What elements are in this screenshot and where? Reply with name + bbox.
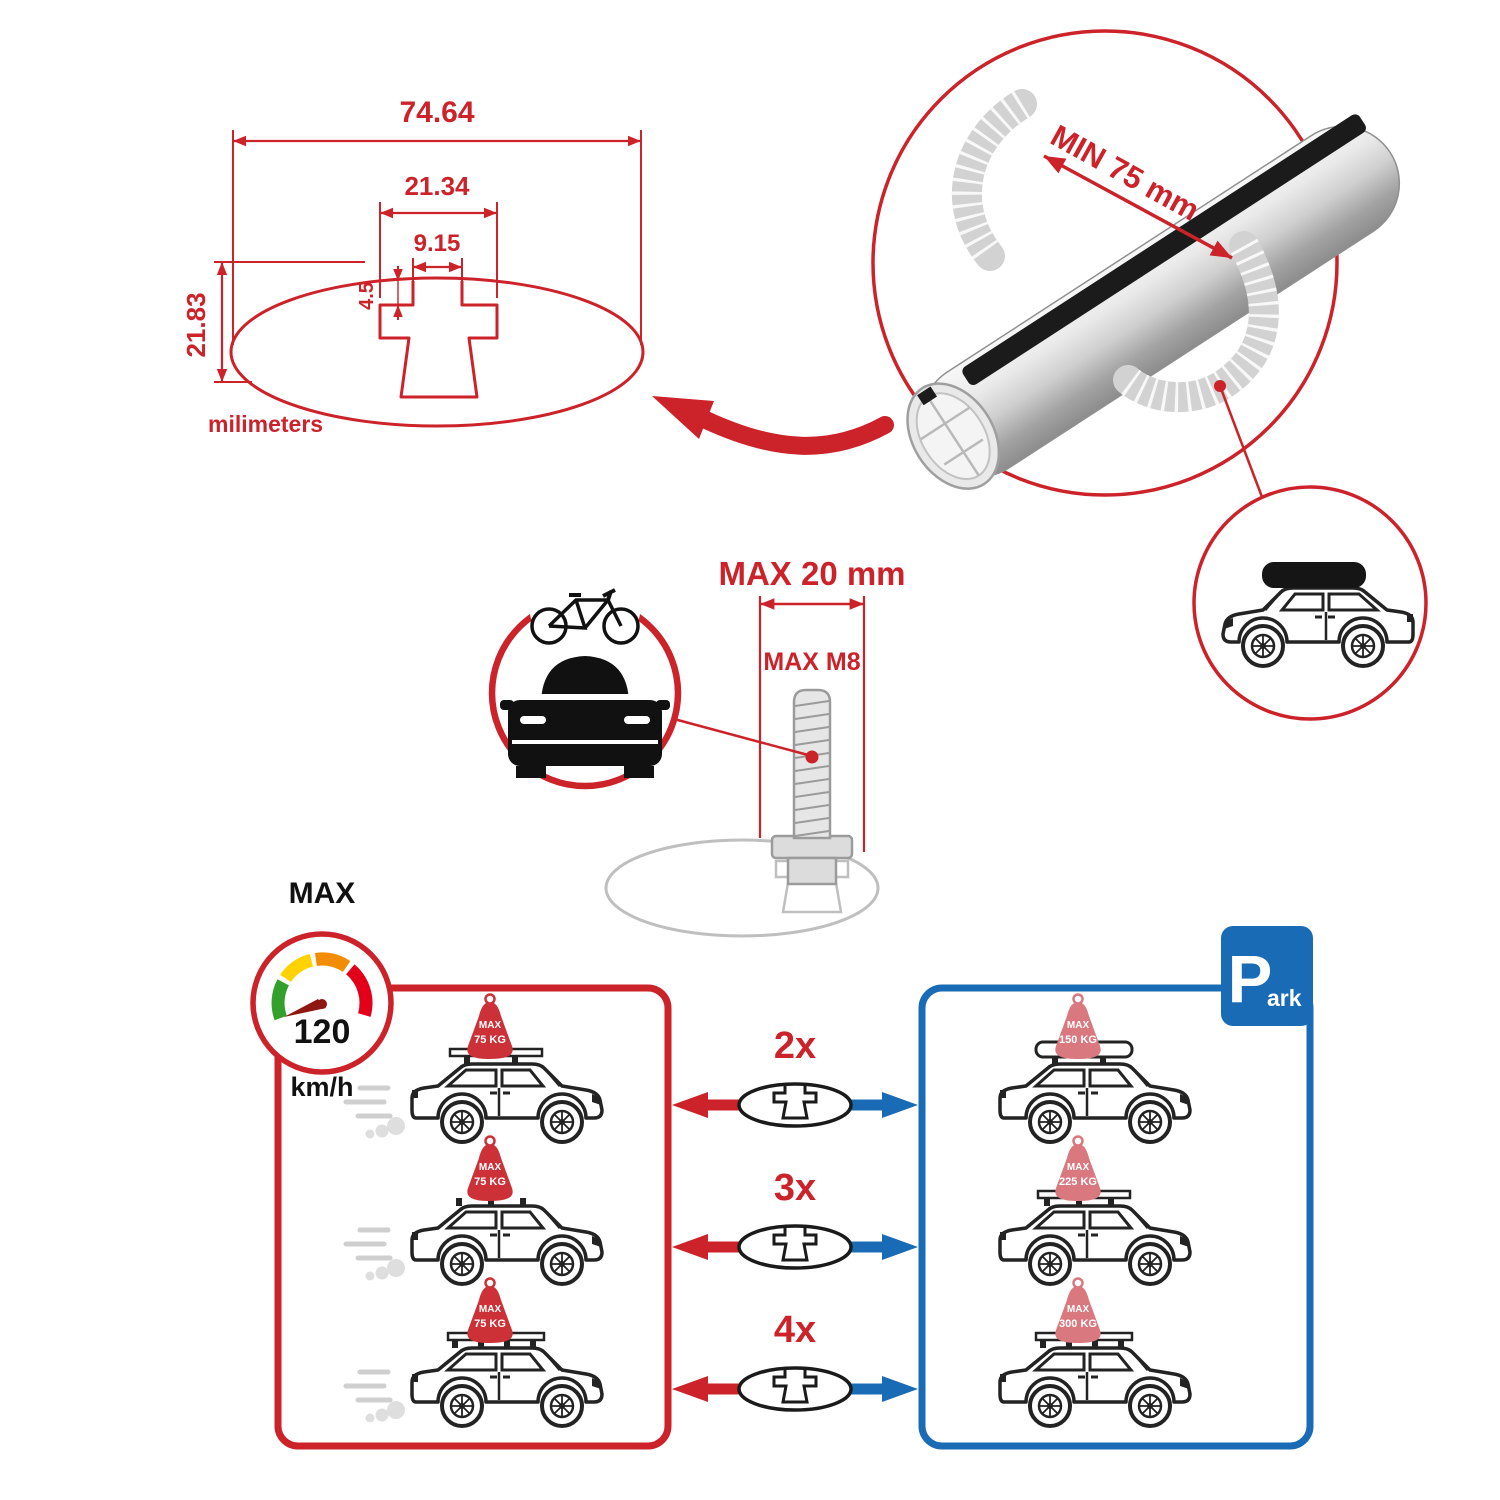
- sign-hook-icon: [484, 993, 496, 1005]
- bar-profile-icon: [737, 1366, 853, 1412]
- load-sign: MAX 75 KG: [467, 1135, 513, 1201]
- t-nut-stem: [786, 856, 838, 886]
- car-front-icon: [500, 656, 670, 778]
- crossbar-profile-drawing: 74.64 21.34 9.15 4.5 21.83 milimeters: [181, 96, 645, 437]
- bolt-spec: MAX 20 mm MAX M8: [604, 555, 906, 938]
- dim-slot-outer: 21.34: [404, 171, 470, 201]
- suv-roofbox-lens: [1192, 485, 1428, 721]
- roof-box-icon: [1262, 562, 1366, 588]
- sign-load: 75 KG: [474, 1034, 506, 1046]
- dim-height: 21.83: [181, 292, 211, 357]
- parked-car-row-1: MAX 150 KG: [998, 993, 1192, 1144]
- min-span-label: MIN 75 mm: [1045, 118, 1205, 228]
- motion-lines: [343, 1085, 393, 1119]
- sign-load: 300 KG: [1059, 1318, 1097, 1330]
- multiplier-label: 3x: [774, 1167, 816, 1209]
- sign-max: MAX: [479, 1162, 502, 1173]
- profile-ellipse: [229, 276, 645, 428]
- dim-step: 4.5: [356, 282, 378, 310]
- min-span-arrow: [1043, 154, 1233, 260]
- speedometer-icon: [271, 952, 373, 1021]
- callout-leader-line: [1218, 385, 1264, 498]
- sign-max: MAX: [479, 1020, 502, 1031]
- sign-load: 75 KG: [474, 1318, 506, 1330]
- multiplier-row-4x: 4x: [672, 1309, 918, 1412]
- blue-arrow-right-icon: [882, 1376, 918, 1402]
- sign-load: 150 KG: [1059, 1034, 1097, 1046]
- driving-car-row-3: MAX 75 KG: [343, 1277, 604, 1428]
- clamp-strap-rear: [951, 89, 1037, 271]
- load-sign: MAX 300 KG: [1055, 1277, 1101, 1343]
- speed-limit-gauge: MAX 120 km/h: [250, 877, 394, 1102]
- parking-sign: P ark: [1221, 926, 1313, 1026]
- multiplier-label: 2x: [774, 1025, 816, 1067]
- dim-slot-inner: 9.15: [414, 230, 461, 257]
- bar-profile-icon: [737, 1224, 853, 1270]
- blue-arrow-right-icon: [882, 1234, 918, 1260]
- load-sign: MAX 75 KG: [467, 1277, 513, 1343]
- gauge-hub: [317, 999, 327, 1009]
- parking-sign-p: P: [1228, 942, 1273, 1017]
- sign-max: MAX: [1067, 1304, 1090, 1315]
- parking-sign-ark: ark: [1267, 985, 1302, 1011]
- multiplier-row-2x: 2x: [672, 1025, 918, 1128]
- speed-unit: km/h: [290, 1072, 353, 1102]
- red-arrow-left-icon: [672, 1234, 708, 1260]
- profile-t-slot: [378, 281, 499, 399]
- threaded-bolt-icon: [792, 688, 832, 840]
- sign-hook-icon: [1072, 993, 1084, 1005]
- sign-hook-icon: [1072, 1277, 1084, 1289]
- blue-arrow-right-icon: [882, 1092, 918, 1118]
- clamp-strap-front: [1113, 231, 1279, 413]
- load-sign: MAX 150 KG: [1055, 993, 1101, 1059]
- load-sign: MAX 75 KG: [467, 993, 513, 1059]
- sign-hook-icon: [484, 1277, 496, 1289]
- bar-detail-lens: MIN 75 mm: [871, 29, 1401, 498]
- sign-max: MAX: [1067, 1162, 1090, 1173]
- gray-t-slot: [774, 849, 850, 914]
- load-sign: MAX 225 KG: [1055, 1135, 1101, 1201]
- motion-lines: [343, 1369, 393, 1403]
- bike-icon: [530, 588, 640, 645]
- t-nut-flange: [770, 834, 854, 860]
- sign-load: 75 KG: [474, 1176, 506, 1188]
- red-arrow-left-icon: [672, 1092, 708, 1118]
- parked-car-row-2: MAX 225 KG: [998, 1135, 1192, 1286]
- parking-sign-plate: [1221, 926, 1313, 1026]
- multiplier-row-3x: 3x: [672, 1167, 918, 1270]
- bar-profile-icon: [737, 1082, 853, 1128]
- sign-max: MAX: [1067, 1020, 1090, 1031]
- bolt-callout-dot: [805, 750, 819, 764]
- gauge-needle: [284, 999, 326, 1017]
- motion-lines: [343, 1227, 393, 1261]
- profile-ellipse-gray: [604, 838, 880, 938]
- unit-label: milimeters: [208, 411, 323, 437]
- lens-circle: [871, 29, 1339, 497]
- dim-total-width: 74.64: [399, 96, 474, 129]
- sign-load: 225 KG: [1059, 1176, 1097, 1188]
- bolt-max-length-label: MAX 20 mm: [718, 555, 905, 592]
- driving-car-row-2: MAX 75 KG: [343, 1135, 604, 1286]
- sign-max: MAX: [479, 1304, 502, 1315]
- lens-to-drawing-arrow: [652, 396, 894, 455]
- bolt-max-thread-label: MAX M8: [763, 648, 860, 676]
- driving-car-row-1: MAX 75 KG: [343, 993, 604, 1144]
- bolt-leader-line: [673, 717, 809, 757]
- parked-car-row-3: MAX 300 KG: [998, 1277, 1192, 1428]
- sign-hook-icon: [1072, 1135, 1084, 1147]
- sign-hook-icon: [484, 1135, 496, 1147]
- speed-value: 120: [294, 1013, 351, 1051]
- border-knockout: [530, 583, 640, 643]
- red-arrow-left-icon: [672, 1376, 708, 1402]
- multiplier-label: 4x: [774, 1309, 816, 1351]
- car-front-lens: [488, 583, 682, 790]
- speed-max-label: MAX: [289, 877, 356, 910]
